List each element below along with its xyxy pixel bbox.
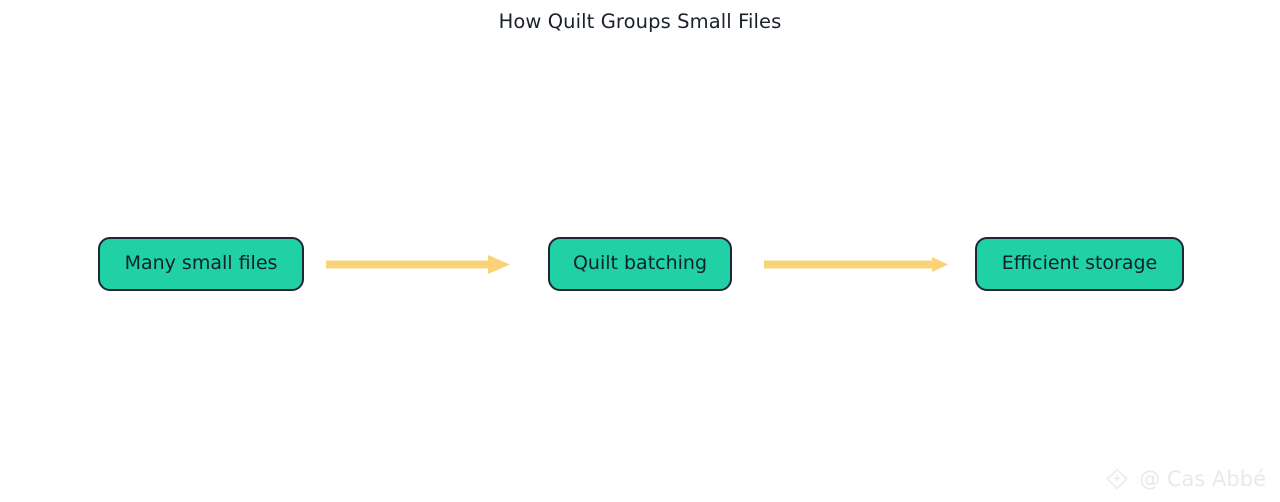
- watermark-handle: @ Cas Abbé: [1139, 466, 1266, 491]
- flow-node-efficient-storage[interactable]: Efficient storage: [975, 237, 1184, 291]
- flow-node-many-small-files[interactable]: Many small files: [98, 237, 304, 291]
- diagram-title: How Quilt Groups Small Files: [498, 10, 782, 33]
- diamond-sparkle-icon: [1106, 468, 1129, 490]
- flow-arrow-right-icon: [326, 255, 510, 274]
- flow-node-quilt-batching[interactable]: Quilt batching: [548, 237, 732, 291]
- flow-arrow-right-icon: [764, 257, 948, 272]
- flow-node-label: Efficient storage: [1001, 252, 1158, 274]
- flow-node-label: Many small files: [124, 252, 278, 274]
- watermark: @ Cas Abbé: [1102, 464, 1266, 494]
- flow-node-label: Quilt batching: [572, 252, 708, 274]
